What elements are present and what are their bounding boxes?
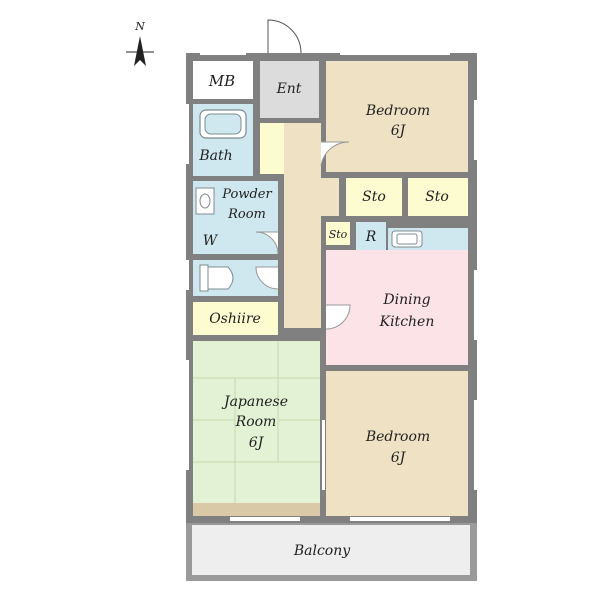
label-dining-line1: Dining — [382, 292, 430, 308]
stove-icon — [391, 230, 423, 248]
label-mb: MB — [208, 72, 235, 90]
balcony — [186, 523, 477, 581]
room-sto-1 — [346, 178, 402, 216]
shoe-closet — [260, 123, 284, 174]
sink-icon — [195, 187, 215, 215]
label-balcony: Balcony — [293, 543, 351, 559]
label-japanese-size: 6J — [249, 435, 265, 451]
compass-label: N — [134, 20, 145, 33]
label-powder-line1: Powder — [221, 187, 272, 202]
corridor-nook — [321, 178, 339, 216]
label-bath: Bath — [198, 148, 232, 164]
label-powder-line2: Room — [227, 207, 266, 222]
toilet-icon — [199, 264, 234, 292]
room-japanese — [193, 341, 320, 516]
room-entrance — [260, 61, 319, 118]
label-bedroom-bottom-size: 6J — [391, 450, 407, 466]
fridge-space — [356, 222, 386, 250]
label-dining-line2: Kitchen — [379, 314, 435, 330]
label-japanese-line2: Room — [235, 414, 277, 430]
label-fridge: R — [365, 229, 377, 245]
label-ent: Ent — [276, 81, 302, 97]
label-bedroom-bottom-name: Bedroom — [365, 429, 430, 445]
compass: N — [126, 20, 154, 66]
label-sto-small: Sto — [329, 228, 348, 241]
label-bedroom-top-name: Bedroom — [365, 103, 430, 119]
windows — [186, 52, 477, 521]
bathtub-icon — [199, 109, 247, 139]
room-bedroom-bottom — [326, 371, 468, 516]
hallway — [284, 123, 321, 328]
room-bedroom-top — [326, 61, 468, 172]
room-sto-2 — [408, 178, 468, 216]
room-sto-small — [326, 222, 350, 245]
room-mb — [193, 61, 253, 99]
label-oshiire: Oshiire — [209, 311, 261, 327]
north-arrow-icon — [126, 36, 154, 66]
room-oshiire — [193, 302, 278, 335]
label-washer: W — [203, 233, 219, 249]
door-swings — [255, 19, 351, 330]
label-bedroom-top-size: 6J — [391, 123, 407, 139]
label-japanese-line1: Japanese — [221, 394, 288, 410]
label-sto-2: Sto — [425, 189, 449, 205]
label-sto-1: Sto — [362, 189, 386, 205]
